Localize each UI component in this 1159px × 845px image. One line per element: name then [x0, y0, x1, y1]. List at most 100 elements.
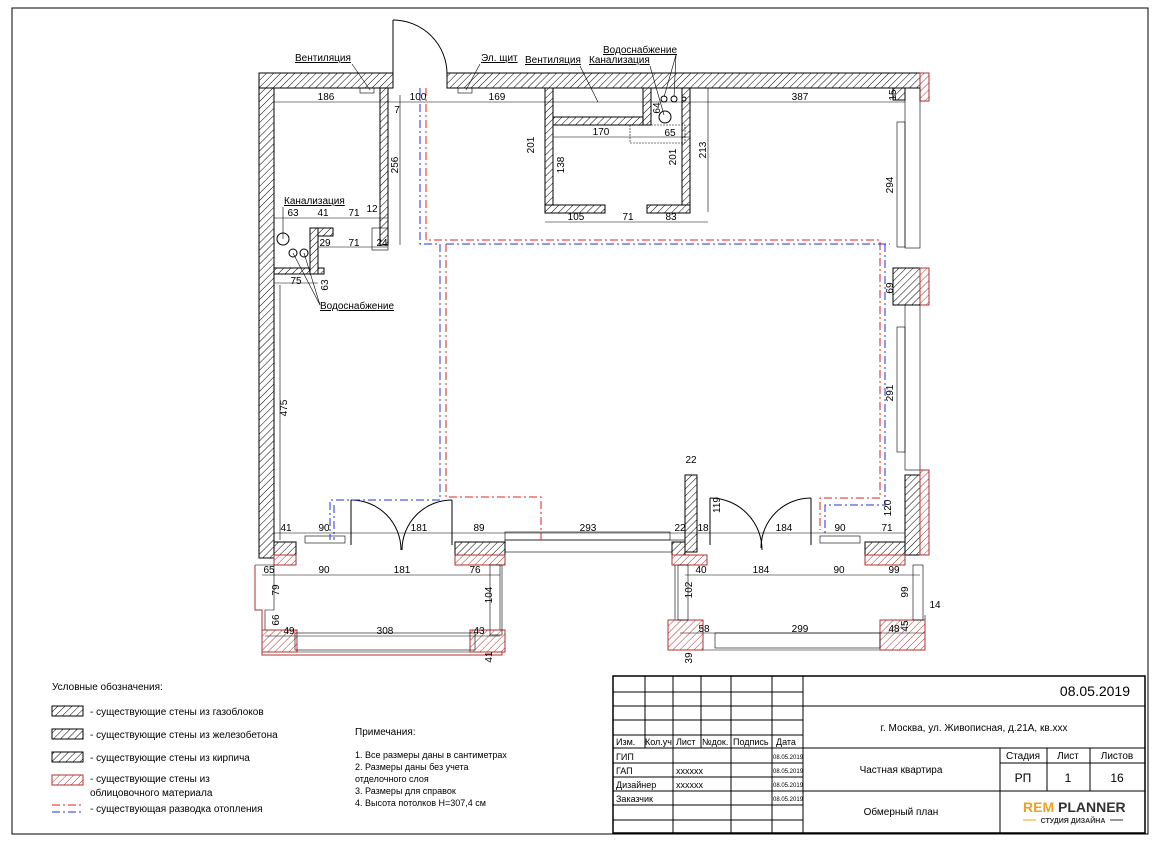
dim: 66	[271, 614, 282, 626]
role: ГАП	[616, 766, 633, 776]
dim: 299	[792, 624, 809, 635]
dim: 256	[390, 156, 401, 173]
role: Заказчик	[616, 794, 653, 804]
dim: 22	[685, 455, 697, 466]
dim: 184	[753, 565, 770, 576]
dim: 41	[280, 523, 292, 534]
sign-date: 08.05.2019	[773, 797, 804, 803]
note: 4. Высота потолков H=307,4 см	[355, 798, 486, 808]
legend-swatch-aerated-block	[51, 705, 84, 717]
dim: 29	[319, 238, 331, 249]
col-header: Изм.	[616, 737, 635, 747]
label-ventilation: Вентиляция	[295, 53, 351, 64]
legend-item: - существующие стены из газоблоков	[90, 706, 264, 718]
dimension-lines	[262, 88, 925, 637]
dim: 293	[580, 523, 597, 534]
sign-date: 08.05.2019	[773, 755, 804, 761]
dim: 79	[271, 584, 282, 596]
role: Дизайнер	[616, 780, 656, 790]
dim: 39	[684, 652, 695, 664]
dim: 170	[593, 127, 610, 138]
label-water-left: Водоснабжение	[320, 300, 394, 312]
note: 3. Размеры для справок	[355, 786, 456, 796]
dim: 22	[674, 523, 686, 534]
notes-title: Примечания:	[355, 727, 416, 738]
remplanner-logo: REM PLANNER СТУДИЯ ДИЗАЙНА	[1023, 799, 1126, 825]
legend-item: - существующие стены из железобетона	[90, 729, 278, 741]
sheet-title: Обмерный план	[864, 806, 939, 818]
dim: 41	[484, 651, 495, 663]
dim: 63	[320, 279, 331, 291]
dim: 475	[279, 399, 290, 416]
dim: 65	[263, 565, 275, 576]
note: 1. Все размеры даны в сантиметрах	[355, 750, 507, 760]
dim: 100	[410, 92, 427, 103]
dim: 12	[366, 204, 378, 215]
dim: 43	[473, 626, 485, 637]
note: отделочного слоя	[355, 774, 429, 784]
walls	[254, 72, 930, 656]
dim: 119	[712, 497, 723, 513]
legend: Условные обозначения: - существующие сте…	[51, 681, 278, 815]
label-ventilation-core: Вентиляция	[525, 55, 581, 66]
dim: 213	[698, 141, 709, 158]
svg-text:PLANNER: PLANNER	[1058, 799, 1126, 815]
signer-name: xxxxxx	[676, 766, 704, 776]
label-electrical-panel: Эл. щит	[481, 53, 518, 64]
dim: 102	[684, 581, 695, 598]
dim: 184	[776, 523, 793, 534]
dim: 18	[697, 523, 709, 534]
dim: 76	[469, 565, 481, 576]
dim: 120	[883, 499, 894, 516]
legend-item: - существующая разводка отопления	[90, 804, 263, 815]
dim: 105	[568, 212, 585, 223]
dim: 308	[377, 626, 394, 637]
dim: 58	[698, 624, 710, 635]
plumbing-fixtures	[276, 87, 687, 258]
dim: 48	[888, 624, 900, 635]
stage-label: Стадия	[1006, 751, 1040, 762]
notes: Примечания: 1. Все размеры даны в сантим…	[355, 727, 507, 808]
dim: 201	[668, 148, 679, 165]
dim: 169	[489, 92, 506, 103]
dim: 90	[318, 565, 330, 576]
label-sewage-left: Канализация	[284, 196, 345, 207]
dim: 45	[900, 620, 911, 632]
dim: 181	[394, 565, 411, 576]
legend-title: Условные обозначения:	[52, 681, 163, 693]
dim: 49	[283, 626, 295, 637]
col-header: Кол.уч	[645, 737, 672, 747]
title-block: Изм. Кол.уч Лист №док. Подпись Дата ГИП …	[612, 675, 1146, 834]
dim: 24	[376, 238, 388, 249]
legend-swatch-brick	[51, 751, 84, 763]
sheet-date: 08.05.2019	[1060, 683, 1130, 699]
dim: 291	[885, 384, 896, 401]
col-header: Лист	[676, 737, 696, 747]
dim: 75	[290, 276, 302, 287]
legend-item: - существующие стены из	[90, 774, 210, 785]
dim: 71	[881, 523, 893, 534]
dim: 138	[556, 156, 567, 173]
dim: 90	[318, 523, 330, 534]
sheets-value: 16	[1110, 771, 1124, 785]
dim: 14	[929, 600, 941, 611]
sign-date: 08.05.2019	[773, 783, 804, 789]
dim: 90	[833, 565, 845, 576]
svg-text:СТУДИЯ ДИЗАЙНА: СТУДИЯ ДИЗАЙНА	[1041, 816, 1106, 825]
sheet-label: Лист	[1057, 751, 1079, 762]
heating-lines	[329, 88, 890, 540]
dim: 387	[792, 92, 809, 103]
project-name: Частная квартира	[860, 765, 943, 776]
dim: 15	[888, 89, 899, 101]
dim: 63	[287, 208, 299, 219]
sheet-value: 1	[1065, 771, 1072, 785]
col-header: Дата	[776, 737, 796, 747]
label-water-top: Водоснабжение	[603, 44, 677, 56]
legend-item: - существующие стены из кирпича	[90, 753, 250, 764]
svg-text:REM: REM	[1023, 799, 1054, 815]
sign-date: 08.05.2019	[773, 769, 804, 775]
col-header: №док.	[702, 737, 728, 747]
dim: 181	[411, 523, 428, 534]
callouts: Вентиляция Эл. щит Вентиляция Канализаци…	[282, 44, 677, 312]
